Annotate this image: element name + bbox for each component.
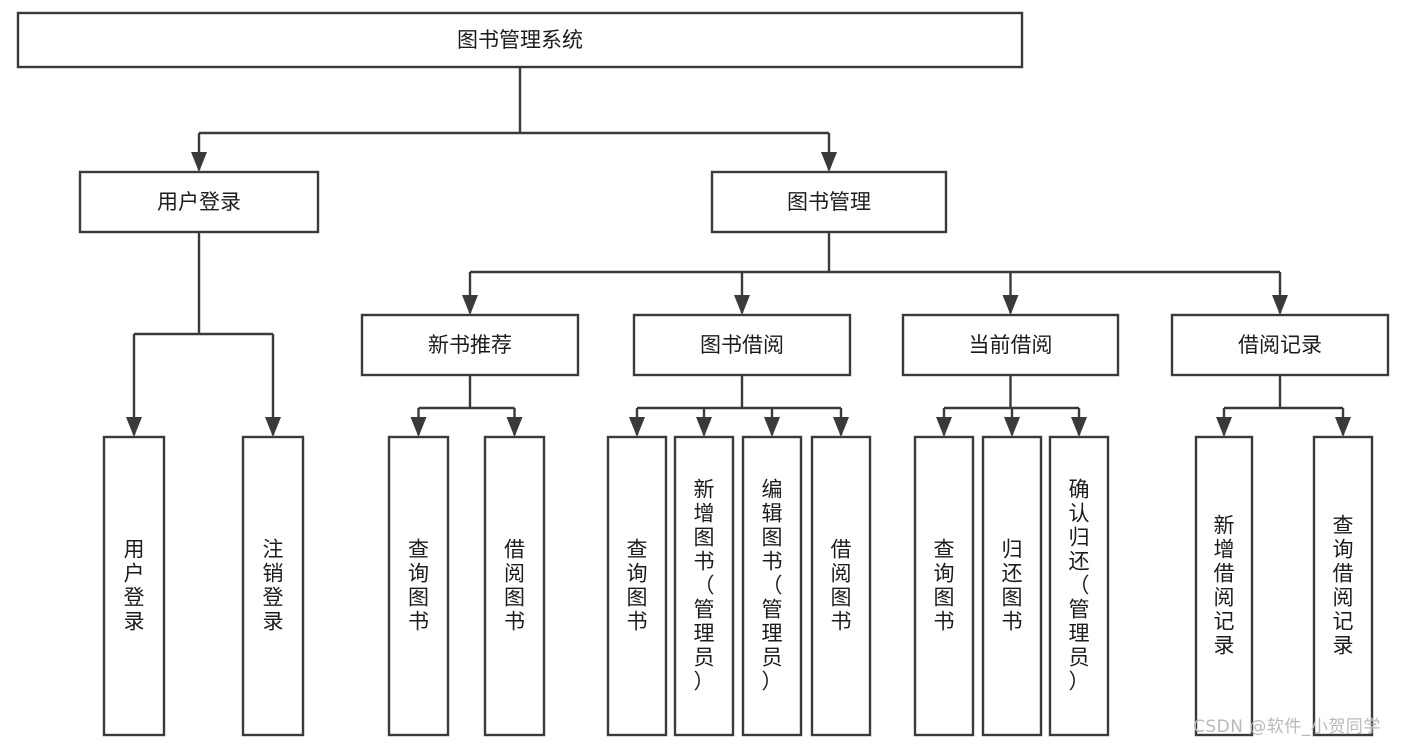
node-label-add-book: 新增图书（管理员）: [694, 478, 715, 694]
node-label-borrow-record: 借阅记录: [1238, 333, 1322, 357]
node-label-add-borrow-record: 新增借阅记录: [1214, 514, 1235, 658]
arrow-icon-book-borrow: [734, 295, 750, 315]
node-label-borrow-book-2: 借阅图书: [831, 538, 852, 634]
node-box-query-borrow-record: [1312, 435, 1374, 737]
node-label-query-book-2: 查询图书: [627, 538, 648, 634]
node-box-query-book-3: [913, 435, 975, 737]
arrow-icon-query-book-3: [936, 417, 952, 437]
arrow-icon-return-book: [1004, 417, 1020, 437]
node-query-book-2[interactable]: 查询图书: [606, 435, 668, 737]
node-box-user-login: [78, 170, 320, 234]
node-label-borrow-book-1: 借阅图书: [504, 538, 525, 634]
node-book-management[interactable]: 图书管理: [710, 170, 948, 234]
node-query-book-3[interactable]: 查询图书: [913, 435, 975, 737]
node-new-book-recommend[interactable]: 新书推荐: [360, 313, 580, 377]
node-box-query-book-1: [387, 435, 450, 737]
node-label-edit-book: 编辑图书（管理员）: [762, 478, 783, 694]
arrow-icon-edit-book: [764, 417, 780, 437]
node-label-root: 图书管理系统: [457, 28, 583, 52]
arrow-icon-borrow-record: [1272, 295, 1288, 315]
node-box-edit-book: [741, 435, 803, 737]
node-label-current-borrow: 当前借阅: [969, 333, 1053, 357]
connectors-layer: [126, 67, 1351, 437]
node-box-add-book: [673, 435, 735, 737]
node-box-borrow-book-1: [483, 435, 546, 737]
node-label-query-book-1: 查询图书: [408, 538, 429, 634]
node-box-borrow-book-2: [810, 435, 872, 737]
node-borrow-book-2[interactable]: 借阅图书: [810, 435, 872, 737]
node-label-user-logout: 注销登录: [263, 538, 284, 634]
arrow-icon-user-login-do: [126, 417, 142, 437]
node-root[interactable]: 图书管理系统: [16, 11, 1024, 69]
node-box-user-login-do: [102, 435, 166, 737]
node-box-add-borrow-record: [1194, 435, 1254, 737]
arrow-icon-user-logout: [265, 417, 281, 437]
node-current-borrow[interactable]: 当前借阅: [901, 313, 1120, 377]
arrow-icon-book-management: [821, 152, 837, 172]
nodes-layer: 图书管理系统用户登录用户登录注销登录图书管理新书推荐查询图书借阅图书图书借阅查询…: [16, 11, 1390, 737]
node-box-book-management: [710, 170, 948, 234]
arrow-icon-new-book-recommend: [462, 295, 478, 315]
node-query-borrow-record[interactable]: 查询借阅记录: [1312, 435, 1374, 737]
arrow-icon-add-borrow-record: [1216, 417, 1232, 437]
node-query-book-1[interactable]: 查询图书: [387, 435, 450, 737]
node-borrow-book-1[interactable]: 借阅图书: [483, 435, 546, 737]
node-add-borrow-record[interactable]: 新增借阅记录: [1194, 435, 1254, 737]
node-label-book-borrow: 图书借阅: [700, 333, 784, 357]
node-label-confirm-return: 确认归还（管理员）: [1069, 478, 1090, 694]
arrow-icon-query-borrow-record: [1335, 417, 1351, 437]
node-user-logout[interactable]: 注销登录: [241, 435, 305, 737]
node-box-user-logout: [241, 435, 305, 737]
node-box-current-borrow: [901, 313, 1120, 377]
node-label-new-book-recommend: 新书推荐: [428, 333, 512, 357]
node-book-borrow[interactable]: 图书借阅: [632, 313, 852, 377]
arrow-icon-user-login: [191, 152, 207, 172]
arrow-icon-add-book: [696, 417, 712, 437]
node-box-confirm-return: [1048, 435, 1110, 737]
node-user-login[interactable]: 用户登录: [78, 170, 320, 234]
node-return-book[interactable]: 归还图书: [981, 435, 1043, 737]
arrow-icon-query-book-1: [410, 417, 427, 437]
node-add-book[interactable]: 新增图书（管理员）: [673, 435, 735, 737]
arrow-icon-current-borrow: [1002, 295, 1019, 315]
arrow-icon-borrow-book-2: [833, 417, 849, 437]
node-box-root: [16, 11, 1024, 69]
arrow-icon-borrow-book-1: [506, 417, 523, 437]
node-box-new-book-recommend: [360, 313, 580, 377]
node-confirm-return[interactable]: 确认归还（管理员）: [1048, 435, 1110, 737]
node-box-borrow-record: [1170, 313, 1390, 377]
node-label-query-borrow-record: 查询借阅记录: [1333, 514, 1354, 658]
node-user-login-do[interactable]: 用户登录: [102, 435, 166, 737]
node-box-return-book: [981, 435, 1043, 737]
node-label-query-book-3: 查询图书: [934, 538, 955, 634]
node-borrow-record[interactable]: 借阅记录: [1170, 313, 1390, 377]
node-label-user-login-do: 用户登录: [124, 538, 145, 634]
node-label-return-book: 归还图书: [1002, 538, 1023, 634]
csdn-watermark: CSDN @软件_小贺同学: [1193, 717, 1381, 737]
arrow-icon-query-book-2: [629, 417, 645, 437]
arrow-icon-confirm-return: [1071, 417, 1087, 437]
node-label-user-login: 用户登录: [157, 190, 241, 214]
node-box-query-book-2: [606, 435, 668, 737]
node-edit-book[interactable]: 编辑图书（管理员）: [741, 435, 803, 737]
node-box-book-borrow: [632, 313, 852, 377]
node-label-book-management: 图书管理: [787, 190, 871, 214]
